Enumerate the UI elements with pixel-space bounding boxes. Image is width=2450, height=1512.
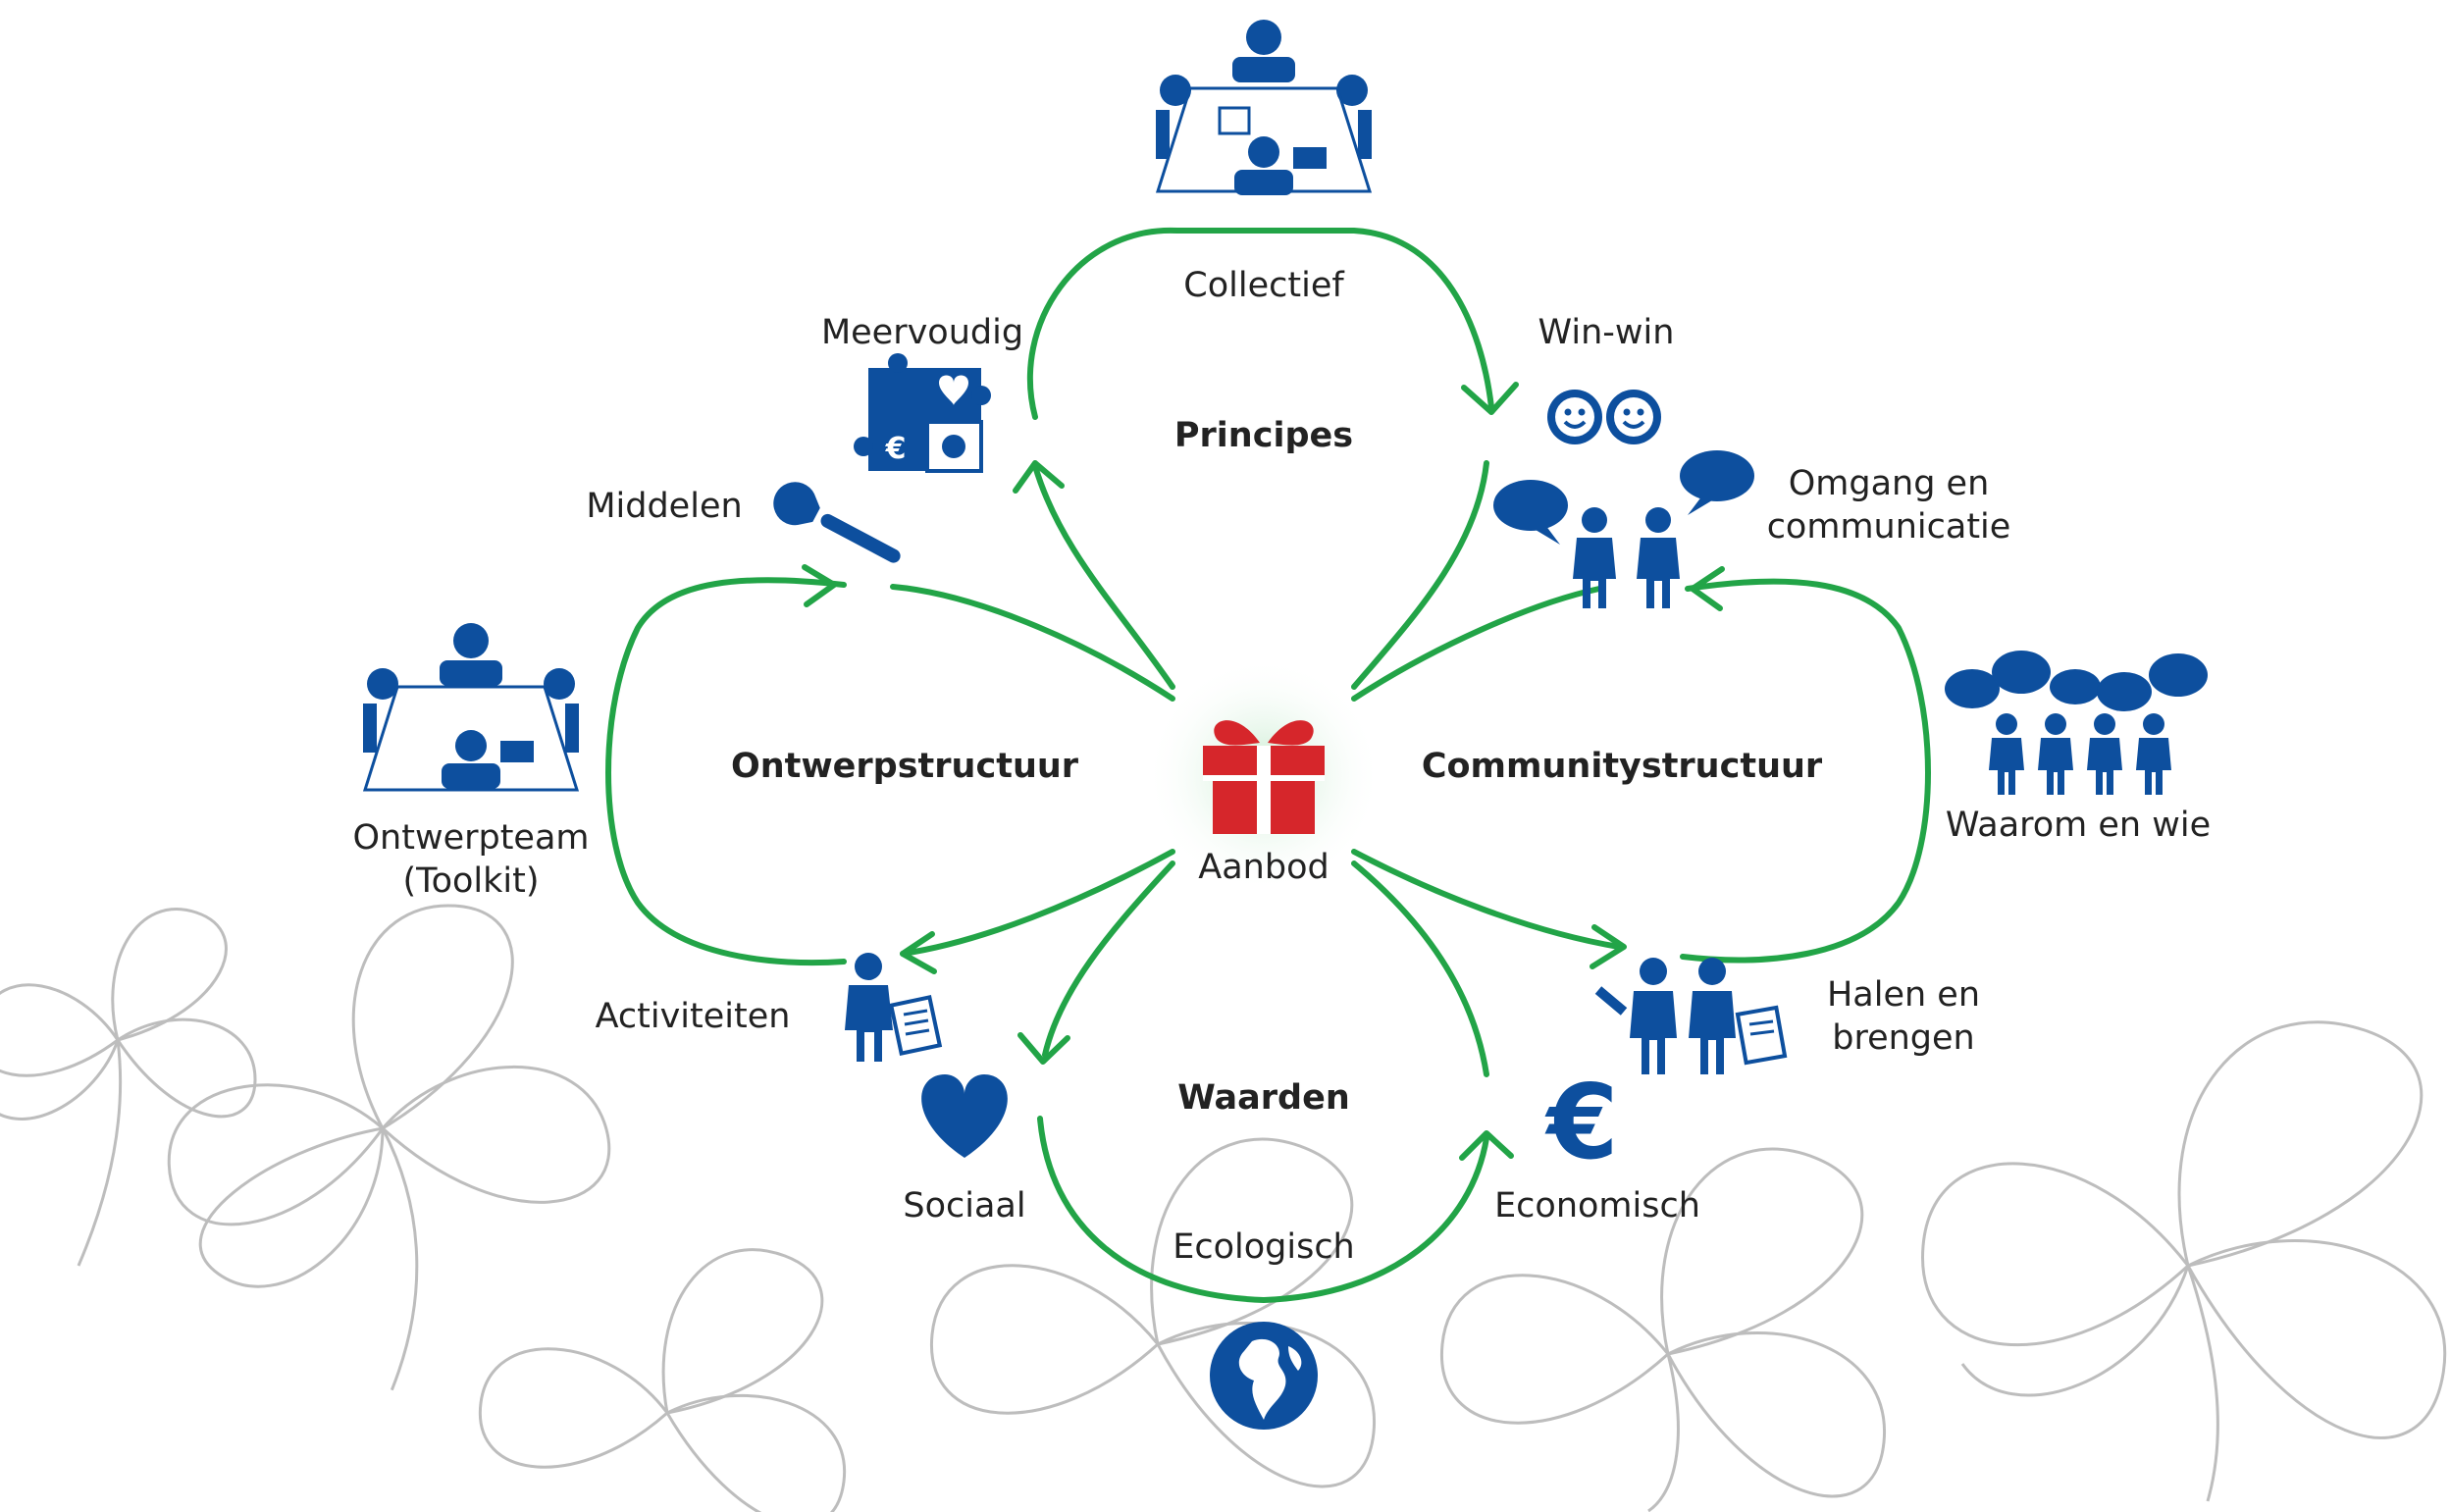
arrow-center-to-halen [1351, 849, 1622, 950]
label-halen-line2: brengen [1832, 1018, 1975, 1058]
label-aanbod: Aanbod [1198, 848, 1329, 887]
arrow-collectief-loop [1027, 227, 1494, 420]
arrow-ecologisch-loop [1037, 1116, 1489, 1304]
arrow-economisch-to-center [1351, 860, 1489, 1077]
clover-sketch-bottom-left [478, 1248, 847, 1512]
fetch-bring-icon [1594, 958, 1788, 1074]
label-omgang-line1: Omgang en [1789, 464, 1990, 503]
clover-sketch-right [1921, 1020, 2447, 1502]
arrow-center-to-middelen [890, 584, 1175, 702]
cycle-arrows [605, 227, 1931, 1304]
globe-icon [1210, 1322, 1318, 1430]
arrow-omgang-to-center [1351, 586, 1602, 702]
label-ecologisch: Ecologisch [1173, 1227, 1355, 1267]
puzzle-euro-glyph: € [885, 432, 907, 466]
communication-people-icon [1493, 450, 1754, 608]
smiley-icon [1547, 390, 1661, 444]
arrow-center-to-sociaal [1042, 860, 1175, 1058]
clover-sketch-center-right [1440, 1147, 1886, 1512]
arrow-center-to-activiteiten [900, 849, 1175, 957]
quadrant-communitystructuur: Communitystructuur [1422, 747, 1823, 786]
gift-icon [1203, 720, 1325, 834]
heart-icon [921, 1074, 1008, 1158]
meeting-table-icon [1155, 20, 1373, 195]
puzzle-icon: € [854, 353, 991, 473]
arrow-center-to-meervoudig [1032, 463, 1175, 690]
arrow-middelen-loop [605, 577, 847, 966]
quadrant-waarden: Waarden [1177, 1078, 1350, 1118]
label-ontwerpteam-line1: Ontwerpteam [352, 818, 589, 858]
label-halen-line1: Halen en [1827, 975, 1980, 1015]
quadrant-principes: Principes [1174, 416, 1353, 455]
activity-person-icon [845, 953, 943, 1062]
label-omgang-line2: communicatie [1767, 507, 2011, 547]
design-team-icon [362, 623, 580, 792]
label-sociaal: Sociaal [903, 1186, 1025, 1225]
clover-sketch-left [0, 908, 257, 1267]
label-meervoudig: Meervoudig [821, 313, 1023, 352]
label-activiteiten: Activiteiten [596, 997, 791, 1036]
arrow-waarom-loop [1680, 578, 1931, 964]
quadrant-ontwerpstructuur: Ontwerpstructuur [731, 747, 1079, 786]
label-win-win: Win-win [1538, 313, 1675, 352]
group-thinking-icon [1945, 651, 2208, 795]
label-waarom-en-wie: Waarom en wie [1946, 806, 2211, 845]
arrow-winwin-to-center [1351, 460, 1489, 690]
label-collectief: Collectief [1183, 266, 1344, 305]
wrench-icon [773, 482, 901, 563]
label-economisch: Economisch [1494, 1186, 1700, 1225]
euro-icon: € [1544, 1063, 1618, 1182]
label-middelen: Middelen [586, 487, 742, 526]
label-ontwerpteam-line2: (Toolkit) [402, 861, 539, 901]
clover-sketch-mid-left [167, 904, 611, 1391]
